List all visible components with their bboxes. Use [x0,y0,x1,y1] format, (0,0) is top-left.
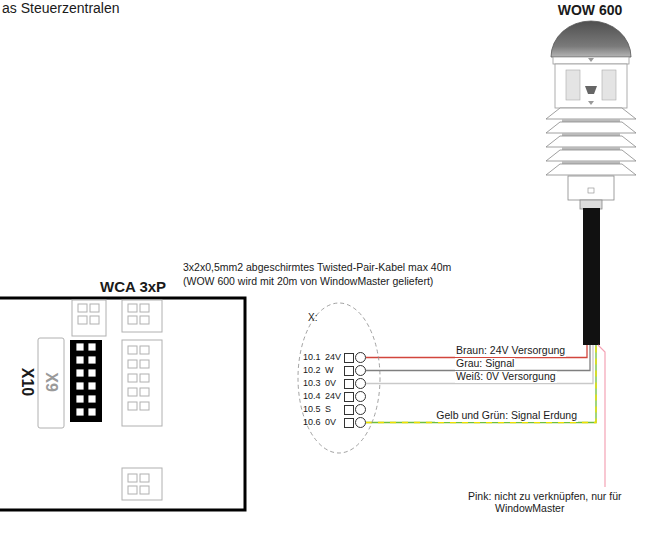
terminal-heading: X: [308,312,317,323]
wire-label: Gelb und Grün: Signal Erdung [435,410,578,422]
terminal-clamp [344,392,354,402]
terminal-number: 10.3 [303,377,325,390]
controller-box: WCA 3xP [0,276,250,512]
terminal-row: 10.5S [303,403,366,416]
zoom-outline [298,303,380,453]
signal-name: 24V [325,351,344,364]
device-heading: WOW 600 [530,2,650,18]
terminal-row: 10.60V [303,416,366,429]
cable-note: (WOW 600 wird mit 20m von WindowMaster g… [183,275,433,287]
terminal-number: 10.5 [303,403,325,416]
weather-sensor [546,21,636,209]
terminal-block-x10 [70,340,102,422]
terminal-number: 10.4 [303,390,325,403]
terminal-row: 10.30V [303,377,366,390]
terminal-screw [355,365,366,376]
terminal-number: 10.1 [303,351,325,364]
sensor-cable [583,208,600,345]
terminal-screw [355,352,366,363]
wire [366,215,593,384]
terminal-clamp [344,405,354,415]
terminal-clamp [344,379,354,389]
terminal-zoom: 10.124V10.2W10.30V10.424V10.5S10.60VX: [298,303,380,453]
terminal-clamp [344,418,354,428]
terminal-screw [355,404,366,415]
wire [366,215,596,423]
weather-sensor-box: WOW 600 [530,2,650,215]
wire-stripe [366,215,596,423]
device-heading: WCA 3xP [100,278,166,296]
controller-housing [0,298,245,510]
signal-name: W [325,364,344,377]
terminal-screw [355,391,366,402]
wire-label: Grau: Signal [455,358,515,370]
terminal-row: 10.2W [303,364,366,377]
cable-note: 3x2x0,5mm2 abgeschirmtes Twisted-Pair-Ka… [183,261,451,273]
signal-name: 24V [325,390,344,403]
page-heading: as Steuerzentralen [2,0,120,16]
terminal-number: 10.2 [303,364,325,377]
terminal-clamp [344,353,354,363]
terminal-screw [355,378,366,389]
terminal-number: 10.6 [303,416,325,429]
terminal-row: 10.124V [303,351,366,364]
signal-name: 0V [325,377,344,390]
wire-note: Pink: nicht zu verknüpfen, nur für Windo… [468,490,623,514]
terminal-sockets [38,300,162,500]
wire [366,215,590,371]
terminal-screw [355,417,366,428]
terminal-row: 10.424V [303,390,366,403]
wire-label: Weiß: 0V Versorgung [455,371,557,383]
signal-name: 0V [325,416,344,429]
terminal-clamp [344,366,354,376]
pink-wire [598,345,605,487]
wire-label: Braun: 24V Versorgung [455,345,566,357]
connector-name: X10 [18,368,36,396]
connector-name: X9 [42,372,60,392]
signal-name: S [325,403,344,416]
